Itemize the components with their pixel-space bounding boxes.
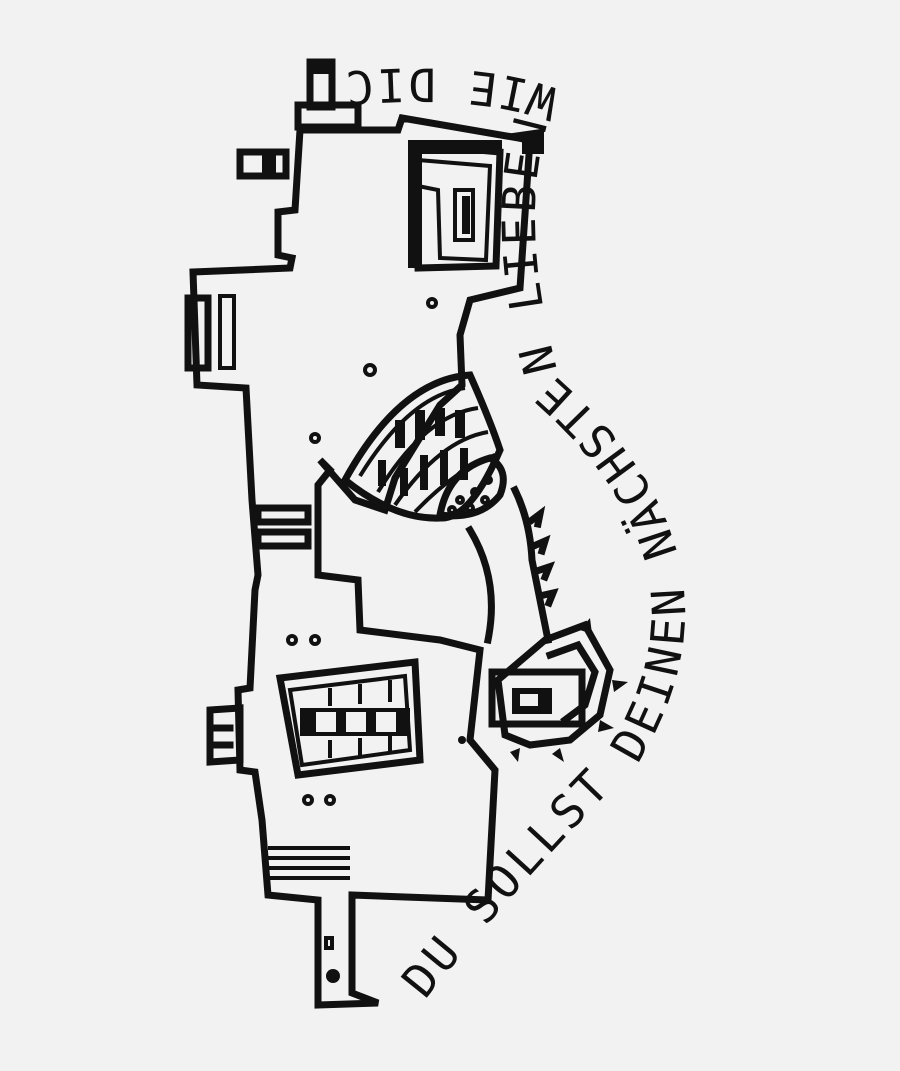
left-window-inner (218, 294, 236, 370)
dot (309, 432, 321, 444)
spiky-arm (465, 485, 559, 645)
tail-dot (326, 969, 340, 983)
dot (309, 634, 321, 646)
dot (363, 363, 377, 377)
dot (426, 297, 438, 309)
upper-window-inner (417, 158, 493, 263)
caption-text: DU SOLLST DEINEN NÄCHSTEN LIEBEN WIE DIC… (0, 0, 693, 1007)
upper-window-shadow-top (410, 140, 502, 154)
base-stripes (268, 846, 350, 880)
ladder-stub (206, 704, 244, 766)
upper-window-shadow (408, 140, 422, 268)
chimney-base (294, 101, 362, 131)
corner-block (522, 132, 544, 154)
left-window (184, 294, 212, 372)
building-outline (189, 114, 534, 1009)
tail-slot (324, 936, 334, 950)
dot (458, 736, 466, 744)
dot (324, 794, 336, 806)
upper-window-slot (453, 188, 475, 242)
chimney-cap (312, 62, 332, 74)
connector-bar (254, 504, 312, 526)
caption-textpath: DU SOLLST DEINEN NÄCHSTEN LIEBEN WIE DIC… (0, 0, 693, 1007)
left-stub-fill (262, 150, 276, 178)
mouth-window (275, 658, 424, 779)
dot (302, 794, 314, 806)
spiked-gear (488, 618, 628, 762)
upper-window-slot-fill (462, 196, 470, 234)
connector-bar (254, 528, 312, 550)
dotted-cone (435, 454, 507, 520)
striped-dish (340, 371, 504, 522)
dot (286, 634, 298, 646)
